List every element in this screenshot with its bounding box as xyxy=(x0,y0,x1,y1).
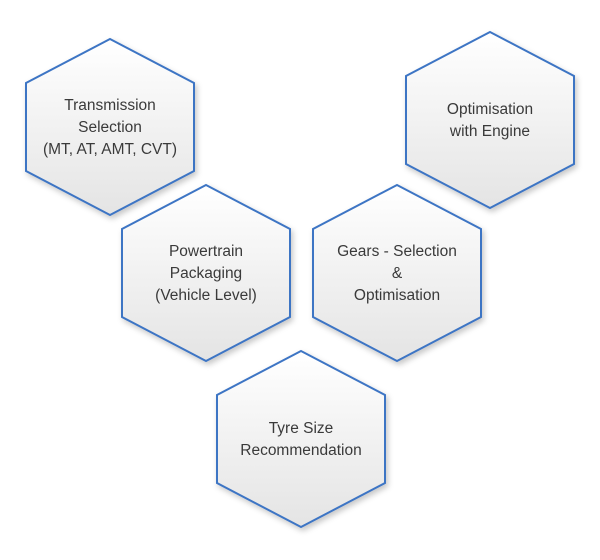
hexagon-shape xyxy=(312,183,482,363)
hexagon-label-line: Optimisation xyxy=(354,287,440,304)
hexagon-shape xyxy=(25,37,195,217)
hexagon-label-line: Optimisation xyxy=(447,101,533,118)
hexagon-shape xyxy=(121,183,291,363)
hexagon-shape xyxy=(216,349,386,529)
hexagon-label-line: Transmission xyxy=(64,97,156,114)
hexagon-label-line: & xyxy=(392,265,403,282)
hexagon-label-line: (Vehicle Level) xyxy=(155,287,257,304)
hexagon-shape xyxy=(405,30,575,210)
hexagon-label-line: Packaging xyxy=(170,265,242,282)
hexagon-optimisation-with-engine: Optimisation with Engine xyxy=(405,30,575,210)
hexagon-label-line: (MT, AT, AMT, CVT) xyxy=(43,141,177,158)
hexagon-gears-selection-optimisation: Gears - Selection & Optimisation xyxy=(312,183,482,363)
hexagon-label-line: Selection xyxy=(78,119,142,136)
hexagon-label-line: Recommendation xyxy=(240,442,361,459)
hexagon-label-line: with Engine xyxy=(449,123,530,140)
hexagon-label-line: Tyre Size xyxy=(269,420,334,437)
hexagon-label-line: Powertrain xyxy=(169,243,243,260)
hexagon-label-line: Gears - Selection xyxy=(337,243,457,260)
